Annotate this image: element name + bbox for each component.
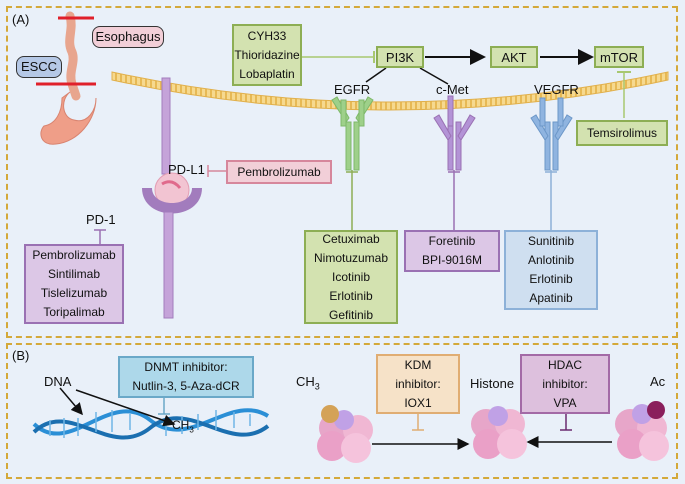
pdl1-label: PD-L1 xyxy=(168,162,205,177)
egfr-label: EGFR xyxy=(334,82,371,97)
esophagus-label: Esophagus xyxy=(92,26,164,48)
mtor-node: mTOR xyxy=(594,46,644,68)
cell-membrane xyxy=(111,71,669,111)
vegfr-receptor xyxy=(530,97,573,171)
arrow-cmet-pi3k xyxy=(419,67,449,85)
pdl1-stem xyxy=(161,77,171,175)
esophagus-tube xyxy=(65,11,81,101)
nucleosome-left xyxy=(317,405,373,463)
egfr-receptor xyxy=(331,96,374,171)
dna-arrow-1 xyxy=(59,387,83,416)
methyl-left-label: CH3 xyxy=(296,374,320,392)
stomach-shape xyxy=(40,91,97,145)
pd1-stem xyxy=(163,211,174,319)
vegfr-label: VEGFR xyxy=(534,82,579,97)
pi3k-node: PI3K xyxy=(376,46,424,68)
acetyl-label: Ac xyxy=(650,374,666,389)
panel-b-label: (B) xyxy=(12,348,30,363)
nucleosome-right xyxy=(615,401,669,461)
akt-node: AKT xyxy=(490,46,538,68)
escc-label: ESCC xyxy=(16,56,62,78)
methyl-dna-label: CH3 xyxy=(172,418,194,435)
arrow-egfr-pi3k xyxy=(365,67,387,83)
cmet-label: c-Met xyxy=(436,82,469,97)
pdl1-drug-box: Pembrolizumab xyxy=(226,160,332,184)
pd1-label: PD-1 xyxy=(86,212,116,227)
panel-b-frame xyxy=(6,343,678,479)
dnmt-inhibitor-box: DNMT inhibitor:Nutlin-3, 5-Aza-dCR xyxy=(118,356,254,398)
pd1-cup xyxy=(142,188,202,214)
dna-helix xyxy=(32,408,270,440)
panel-a-label: (A) xyxy=(12,12,30,27)
nucleosome-center xyxy=(471,406,527,459)
dna-arrow-2 xyxy=(75,389,176,427)
panel-a-frame xyxy=(6,6,678,338)
temsirolimus-box: Temsirolimus xyxy=(576,120,668,146)
histone-label: Histone xyxy=(470,376,515,391)
dna-label: DNA xyxy=(44,374,72,389)
cmet-receptor xyxy=(433,95,476,171)
